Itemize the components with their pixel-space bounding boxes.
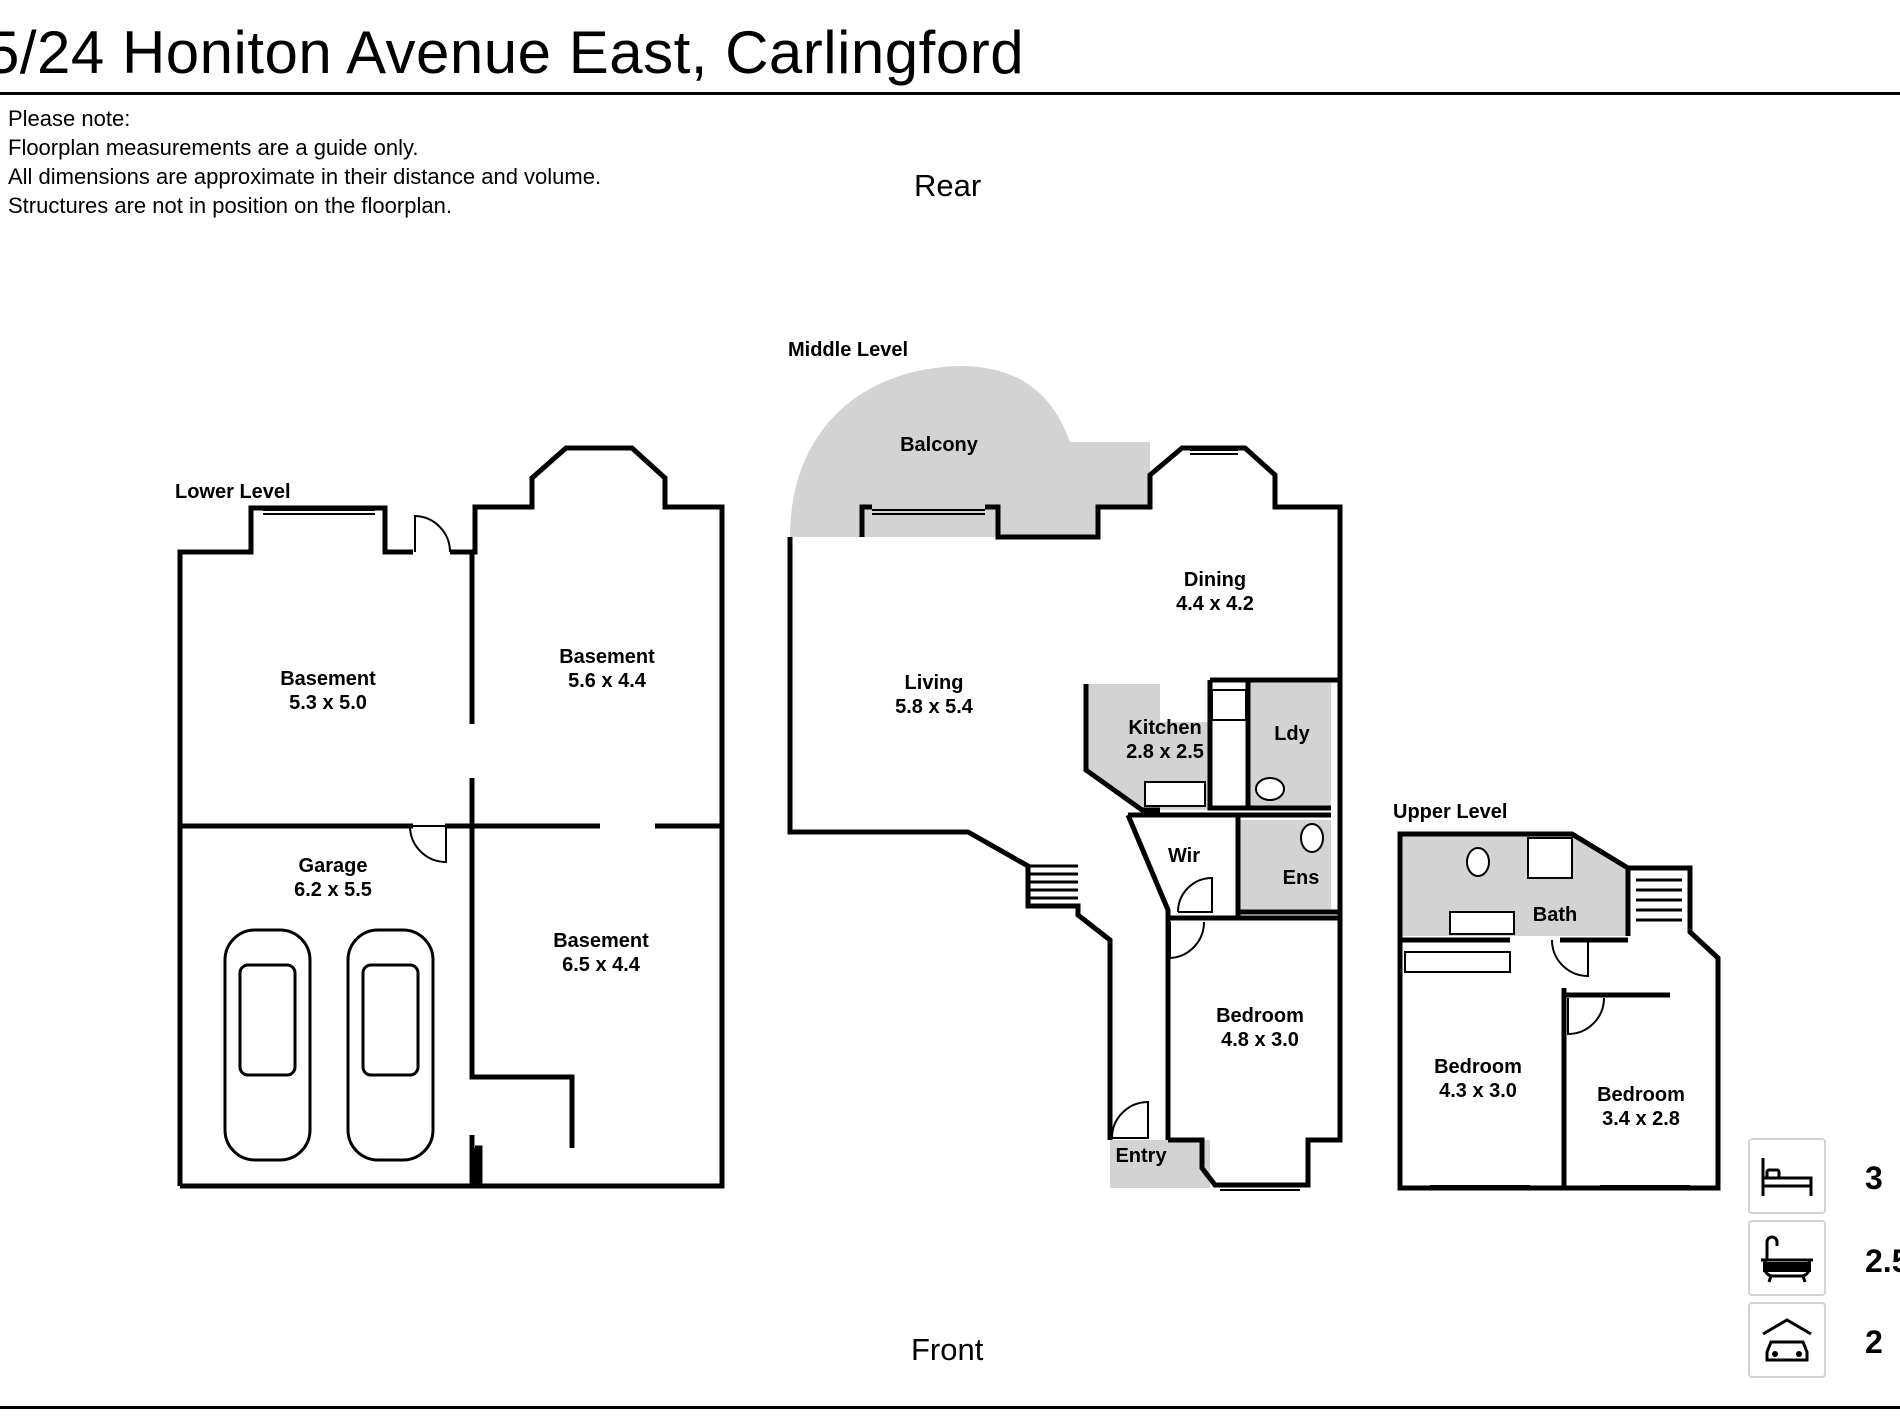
room-size: 6.2 x 5.5 (294, 879, 372, 901)
bottom-divider (0, 1406, 1900, 1409)
kitchen-floor (1086, 684, 1210, 810)
toilet-fixture (1466, 847, 1490, 877)
sink-fixture (1144, 781, 1206, 807)
wardrobe (1404, 951, 1511, 973)
car-spaces-badge (1748, 1302, 1826, 1378)
room-name: Bath (1533, 904, 1577, 926)
bathrooms-count: 2.5 (1865, 1243, 1900, 1279)
bedrooms-badge (1748, 1138, 1826, 1214)
car-1-roof (238, 963, 297, 1077)
upper-level-label: Upper Level (1393, 801, 1507, 823)
room-name: Bedroom (1434, 1056, 1522, 1078)
room-size: 5.6 x 4.4 (568, 670, 647, 692)
toilet-fixture (1300, 823, 1324, 853)
door-swing (1551, 939, 1589, 978)
room-name: Wir (1168, 845, 1200, 867)
front-orientation-label: Front (911, 1332, 984, 1367)
middle-level-outer-wall (859, 445, 1343, 1188)
upper-stairs (1636, 878, 1682, 922)
room-name: Bedroom (1216, 1005, 1304, 1027)
room-name: Ldy (1274, 723, 1310, 745)
bedrooms-count: 3 (1865, 1160, 1883, 1196)
door-swing (1177, 876, 1213, 913)
room-size: 3.4 x 2.8 (1602, 1108, 1680, 1130)
bed-icon (1761, 1158, 1813, 1196)
door-swing (414, 514, 451, 553)
room-size: 4.8 x 3.0 (1221, 1029, 1299, 1051)
room-name: Basement (280, 668, 376, 690)
upper-level-inner-wall (1400, 868, 1670, 1188)
vanity-fixture (1449, 911, 1515, 935)
room-name: Bedroom (1597, 1084, 1685, 1106)
garage-car-icon (1762, 1318, 1812, 1362)
lower-level-outer-wall (177, 445, 725, 1189)
room-name: Ens (1283, 867, 1320, 889)
lower-level-label: Lower Level (175, 481, 291, 503)
room-size: 2.8 x 2.5 (1126, 741, 1204, 763)
note-line: All dimensions are approximate in their … (8, 164, 602, 189)
room-name: Entry (1115, 1145, 1167, 1167)
window (1220, 1185, 1300, 1191)
balcony-area (790, 366, 1150, 537)
bathtub-fixture (1527, 837, 1573, 879)
car-drawings (223, 928, 435, 1162)
rear-orientation-label: Rear (914, 168, 982, 203)
title-divider (0, 92, 1900, 95)
living-wall (787, 537, 1113, 1140)
window (263, 509, 375, 515)
car-spaces-count: 2 (1865, 1324, 1883, 1360)
room-name: Basement (559, 646, 655, 668)
entry-floor (1110, 1140, 1210, 1188)
door-swing (1169, 921, 1206, 960)
toilet-fixture (1255, 777, 1285, 801)
door-swing (409, 825, 447, 864)
door-swing (1567, 997, 1605, 1036)
room-name: Garage (299, 855, 368, 877)
room-size: 4.4 x 4.2 (1176, 593, 1254, 615)
bathrooms-badge (1748, 1220, 1826, 1296)
entry-stairs (1028, 864, 1078, 900)
lower-level-inner-wall (180, 552, 722, 1186)
room-name: Balcony (900, 434, 979, 456)
property-address-title: 5/24 Honiton Avenue East, Carlingford (0, 19, 1025, 86)
note-line: Structures are not in position on the fl… (8, 193, 452, 218)
service-core-wall (1125, 677, 1340, 1140)
cooktop-fixture (1211, 689, 1247, 721)
room-size: 5.8 x 5.4 (895, 696, 974, 718)
room-name: Dining (1184, 569, 1246, 591)
disclaimer-notes: Please note: Floorplan measurements are … (8, 104, 601, 220)
room-name: Basement (553, 930, 649, 952)
bathtub-icon (1761, 1235, 1813, 1283)
kitchen-wall (1083, 684, 1160, 813)
window (1190, 449, 1238, 455)
room-size: 4.3 x 3.0 (1439, 1080, 1517, 1102)
upper-level-outer-wall (1397, 831, 1721, 1191)
window (872, 509, 985, 515)
note-heading: Please note: (8, 106, 131, 131)
room-size: 6.5 x 4.4 (562, 954, 641, 976)
middle-level-label: Middle Level (788, 339, 908, 361)
door-swing (1111, 1100, 1149, 1139)
room-size: 5.3 x 5.0 (289, 692, 367, 714)
car-2-roof (361, 963, 420, 1077)
room-name: Kitchen (1128, 717, 1201, 739)
room-name: Living (905, 672, 964, 694)
note-line: Floorplan measurements are a guide only. (8, 135, 419, 160)
